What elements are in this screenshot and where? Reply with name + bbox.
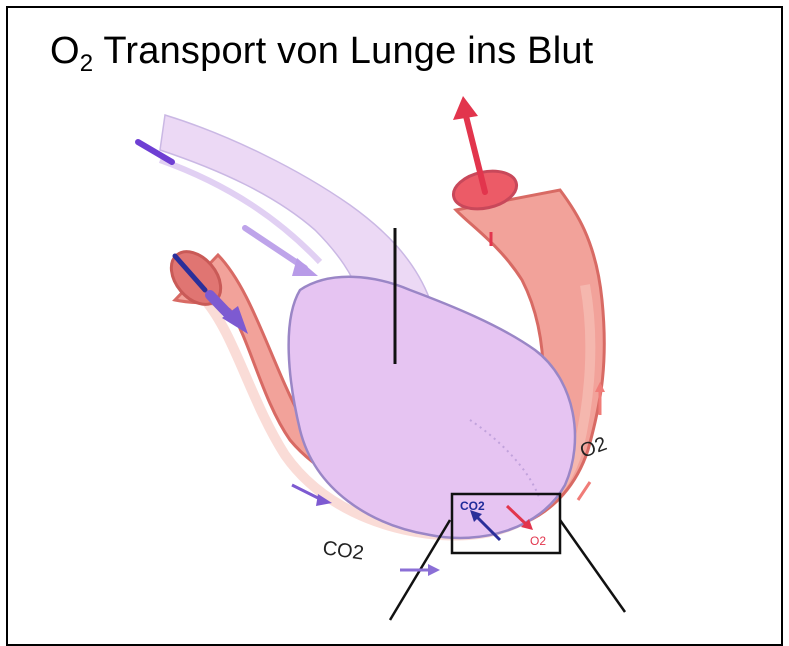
blood-outflow-arrowhead [453,96,478,120]
zoom-line-right [560,520,625,612]
co2-vessel-label: CO2 [321,537,365,565]
co2-box-label: CO2 [460,499,485,513]
co2-flow-arrowhead-2 [428,564,440,576]
o2-box-label: O2 [530,534,546,548]
o2-flow-arrow-lower [578,482,590,500]
